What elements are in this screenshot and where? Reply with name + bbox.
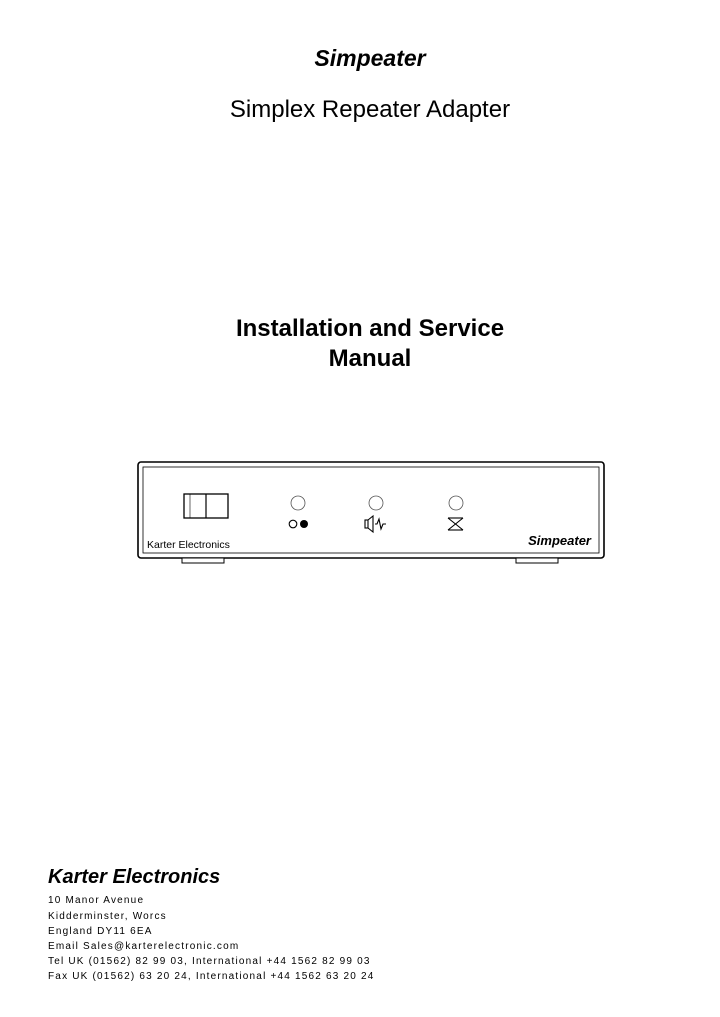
manual-title: Installation and Service Manual (0, 314, 720, 374)
led-3 (448, 495, 464, 511)
product-title: Simpeater (314, 45, 426, 71)
device-foot-left (181, 557, 225, 564)
address-line: England DY11 6EA (48, 926, 153, 937)
device-brand-label: Karter Electronics (147, 539, 230, 551)
muted-channel-icon (447, 517, 464, 531)
company-name: Karter Electronics (48, 866, 221, 888)
manual-title-line2: Manual (328, 345, 412, 372)
product-subtitle: Simplex Repeater Adapter (229, 96, 511, 123)
address-line: Kidderminster, Worcs (48, 911, 167, 922)
toggle-indicator-icon (288, 519, 308, 529)
device-foot-right (515, 557, 559, 564)
manual-title-line1: Installation and Service (235, 315, 505, 342)
fax-line: Fax UK (01562) 63 20 24, International +… (48, 971, 375, 982)
device-front-panel-illustration: Karter Electronics Simpeater (137, 461, 605, 564)
led-2 (368, 495, 384, 511)
speaker-signal-icon (364, 514, 386, 534)
address-line: 10 Manor Avenue (48, 895, 145, 906)
device-model-label: Simpeater (528, 533, 592, 548)
phone-line: Tel UK (01562) 82 99 03, International +… (48, 956, 371, 967)
device-outer-shell (137, 461, 605, 559)
led-1 (290, 495, 306, 511)
device-inner-panel (142, 466, 600, 554)
email-line: Email Sales@karterelectronic.com (48, 941, 240, 952)
